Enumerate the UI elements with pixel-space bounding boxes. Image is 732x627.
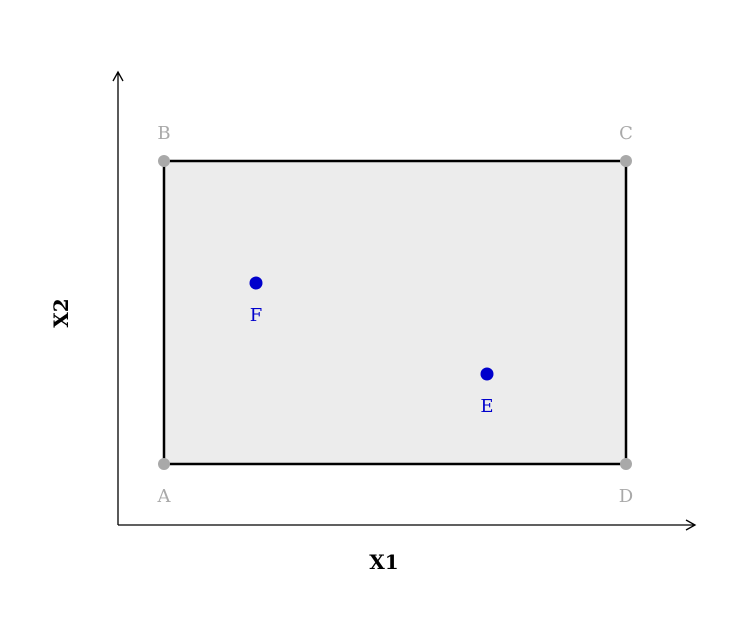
y-axis-label: X2	[49, 298, 73, 327]
corner-point-a	[158, 458, 170, 470]
axes	[112, 70, 697, 531]
corner-label-c: C	[619, 123, 633, 144]
corner-label-a: A	[157, 486, 172, 507]
corner-point-b	[158, 155, 170, 167]
corner-point-d	[620, 458, 632, 470]
x-axis-label: X1	[369, 550, 398, 574]
corner-points: A B C D	[157, 123, 634, 507]
point-f	[249, 276, 263, 290]
corner-label-d: D	[619, 486, 633, 507]
corner-point-c	[620, 155, 632, 167]
interior-points: F E	[249, 276, 494, 417]
point-e	[480, 367, 494, 381]
point-label-e: E	[480, 396, 493, 417]
point-label-f: F	[250, 305, 263, 326]
corner-label-b: B	[157, 123, 170, 144]
x-axis-arrowhead	[685, 519, 697, 531]
y-axis-arrowhead	[112, 70, 124, 82]
feasible-rectangle	[162, 159, 628, 466]
